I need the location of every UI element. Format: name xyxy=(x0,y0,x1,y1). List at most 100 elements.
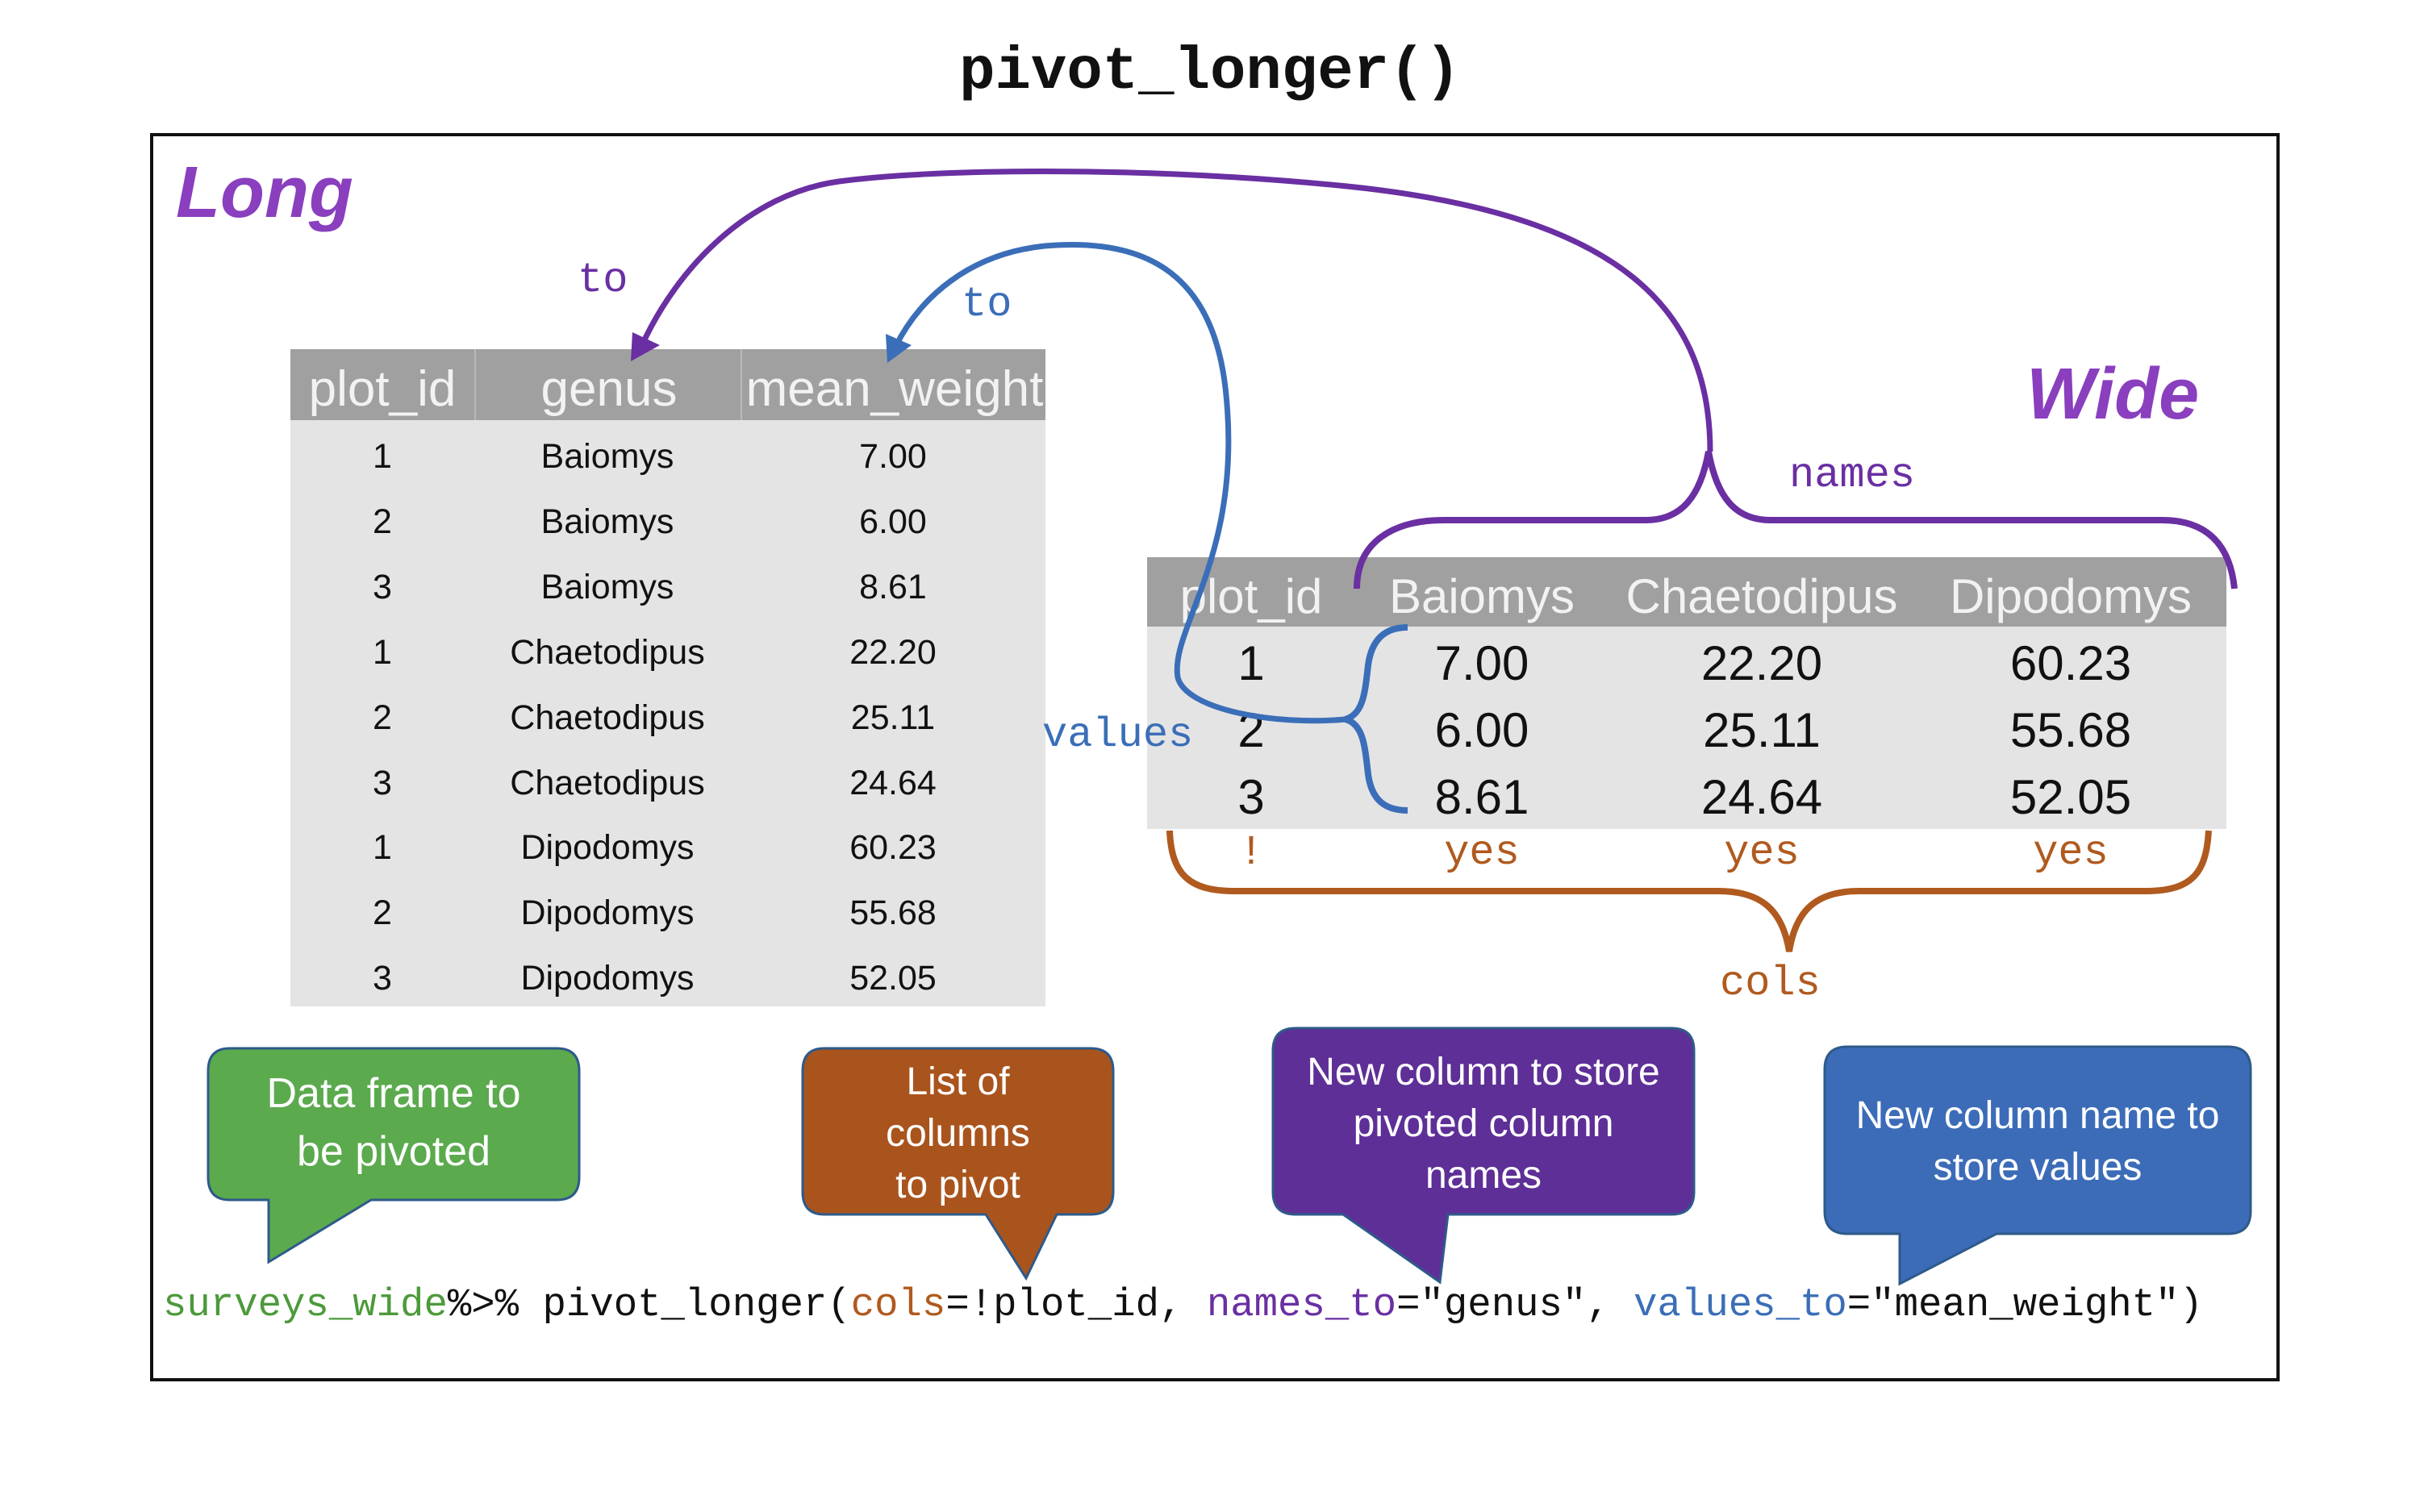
long-table-row: 3 Dipodomys 52.05 xyxy=(290,946,1045,1010)
code-cols-val: =!plot_id, xyxy=(945,1282,1207,1327)
long-cell-plot-id: 3 xyxy=(373,959,392,998)
long-table-row: 1 Chaetodipus 22.20 xyxy=(290,620,1045,685)
long-cell-mean-weight: 55.68 xyxy=(849,893,937,932)
long-cell-genus: Chaetodipus xyxy=(510,633,705,672)
cols-label: cols xyxy=(1720,960,1821,1007)
callout-line: names xyxy=(1425,1154,1542,1197)
callout-line: New column name to xyxy=(1855,1094,2220,1137)
code-line: surveys_wide%>% pivot_longer(cols=!plot_… xyxy=(163,1282,2203,1327)
cols-brace xyxy=(1166,830,2212,952)
callout-line: New column to store xyxy=(1307,1051,1660,1093)
callout-line: store values xyxy=(1933,1146,2143,1189)
long-table-row: 3 Chaetodipus 24.64 xyxy=(290,751,1045,815)
long-cell-plot-id: 2 xyxy=(373,502,392,541)
long-cell-genus: Baiomys xyxy=(540,568,674,606)
long-cell-mean-weight: 6.00 xyxy=(859,502,927,541)
long-header-genus: genus xyxy=(474,349,742,420)
callout-line: columns xyxy=(886,1112,1030,1155)
code-names-val: ="genus", xyxy=(1396,1282,1634,1327)
long-table-row: 2 Baiomys 6.00 xyxy=(290,489,1045,554)
names-label: names xyxy=(1789,452,1916,499)
callout-line: be pivoted xyxy=(297,1128,490,1175)
wide-table-row: 2 6.00 25.11 55.68 xyxy=(1147,694,2226,761)
callout-line: Data frame to xyxy=(266,1070,521,1117)
wide-cell-plot-id: 3 xyxy=(1237,770,1265,824)
long-table-row: 1 Baiomys 7.00 xyxy=(290,424,1045,489)
callout-line: List of xyxy=(906,1060,1010,1103)
long-cell-plot-id: 3 xyxy=(373,568,392,606)
long-table-row: 1 Dipodomys 60.23 xyxy=(290,815,1045,880)
wide-table-row: 1 7.00 22.20 60.23 xyxy=(1147,627,2226,694)
long-table-row: 2 Chaetodipus 25.11 xyxy=(290,685,1045,750)
code-values-val: ="mean_weight") xyxy=(1846,1282,2203,1327)
cols-mark-dipodomys: yes xyxy=(2033,829,2109,877)
long-table: plot_id genus mean_weight 1 Baiomys 7.00… xyxy=(290,349,1045,1006)
callout-line: to pivot xyxy=(895,1164,1020,1206)
data-frame-callout-text: Data frame to be pivoted xyxy=(208,1064,579,1181)
to-label-blue: to xyxy=(962,281,1012,328)
long-cell-mean-weight: 25.11 xyxy=(850,698,936,737)
wide-table-row: 3 8.61 24.64 52.05 xyxy=(1147,761,2226,828)
long-table-row: 3 Baiomys 8.61 xyxy=(290,555,1045,619)
data-frame-callout xyxy=(207,1047,581,1264)
wide-cell-baiomys: 7.00 xyxy=(1434,636,1529,690)
cols-mark-chaetodipus: yes xyxy=(1724,829,1800,877)
long-cell-mean-weight: 60.23 xyxy=(849,828,937,867)
values-label: values xyxy=(1042,711,1194,759)
values-brace xyxy=(1333,624,1408,814)
long-cell-genus: Chaetodipus xyxy=(510,698,705,737)
diagram-frame xyxy=(150,133,2280,1381)
names-to-callout-text: New column to store pivoted column names xyxy=(1273,1047,1694,1202)
callout-line: pivoted column xyxy=(1353,1102,1614,1145)
names-arrowhead xyxy=(631,332,660,361)
long-label: Long xyxy=(176,152,353,233)
values-to-callout-text: New column name to store values xyxy=(1825,1090,2251,1193)
wide-cell-dipodomys: 52.05 xyxy=(2009,770,2132,824)
wide-cell-baiomys: 6.00 xyxy=(1434,703,1529,757)
code-values-kw: values_to xyxy=(1634,1282,1847,1327)
values-arrowhead xyxy=(886,334,912,363)
cols-callout-text: List of columns to pivot xyxy=(803,1056,1113,1211)
long-header-plot-id: plot_id xyxy=(308,361,457,417)
wide-header-dipodomys: Dipodomys xyxy=(1949,569,2193,623)
wide-cell-chaetodipus: 25.11 xyxy=(1703,703,1821,757)
long-cell-plot-id: 1 xyxy=(373,828,392,867)
long-table-header: plot_id genus mean_weight xyxy=(290,349,1045,420)
wide-cell-chaetodipus: 24.64 xyxy=(1700,770,1823,824)
to-label-purple: to xyxy=(578,256,628,304)
long-cell-plot-id: 2 xyxy=(373,893,392,932)
long-cell-genus: Dipodomys xyxy=(520,893,695,932)
wide-cell-chaetodipus: 22.20 xyxy=(1700,636,1823,690)
cols-callout xyxy=(801,1047,1115,1281)
long-cell-genus: Baiomys xyxy=(540,502,674,541)
code-names-kw: names_to xyxy=(1206,1282,1397,1327)
cols-mark-plot-id: ! xyxy=(1238,829,1264,877)
long-cell-genus: Dipodomys xyxy=(520,828,695,867)
names-to-genus-arrow xyxy=(638,169,1713,452)
long-cell-mean-weight: 24.64 xyxy=(849,764,937,802)
long-cell-plot-id: 1 xyxy=(373,437,392,476)
long-cell-genus: Dipodomys xyxy=(520,959,695,998)
long-header-mean-weight: mean_weight xyxy=(741,349,1047,420)
long-cell-plot-id: 2 xyxy=(373,698,392,737)
wide-table-header: plot_id Baiomys Chaetodipus Dipodomys xyxy=(1147,557,2226,627)
code-df: surveys_wide xyxy=(163,1282,448,1327)
wide-cell-dipodomys: 55.68 xyxy=(2009,703,2132,757)
code-cols-kw: cols xyxy=(850,1282,946,1327)
long-cell-mean-weight: 22.20 xyxy=(849,633,937,672)
wide-table: plot_id Baiomys Chaetodipus Dipodomys 1 … xyxy=(1147,557,2226,829)
values-to-callout xyxy=(1823,1045,2252,1286)
wide-label: Wide xyxy=(2026,354,2200,435)
page-title: pivot_longer() xyxy=(959,39,1461,106)
wide-cell-plot-id: 1 xyxy=(1237,636,1265,690)
long-cell-genus: Baiomys xyxy=(540,437,674,476)
long-cell-mean-weight: 8.61 xyxy=(859,568,927,606)
names-brace xyxy=(1354,451,2238,589)
wide-cell-baiomys: 8.61 xyxy=(1434,770,1529,824)
values-to-mean-weight-arrow xyxy=(892,241,1346,724)
wide-cell-dipodomys: 60.23 xyxy=(2009,636,2132,690)
long-table-row: 2 Dipodomys 55.68 xyxy=(290,881,1045,945)
long-cell-plot-id: 3 xyxy=(373,764,392,802)
long-cell-plot-id: 1 xyxy=(373,633,392,672)
